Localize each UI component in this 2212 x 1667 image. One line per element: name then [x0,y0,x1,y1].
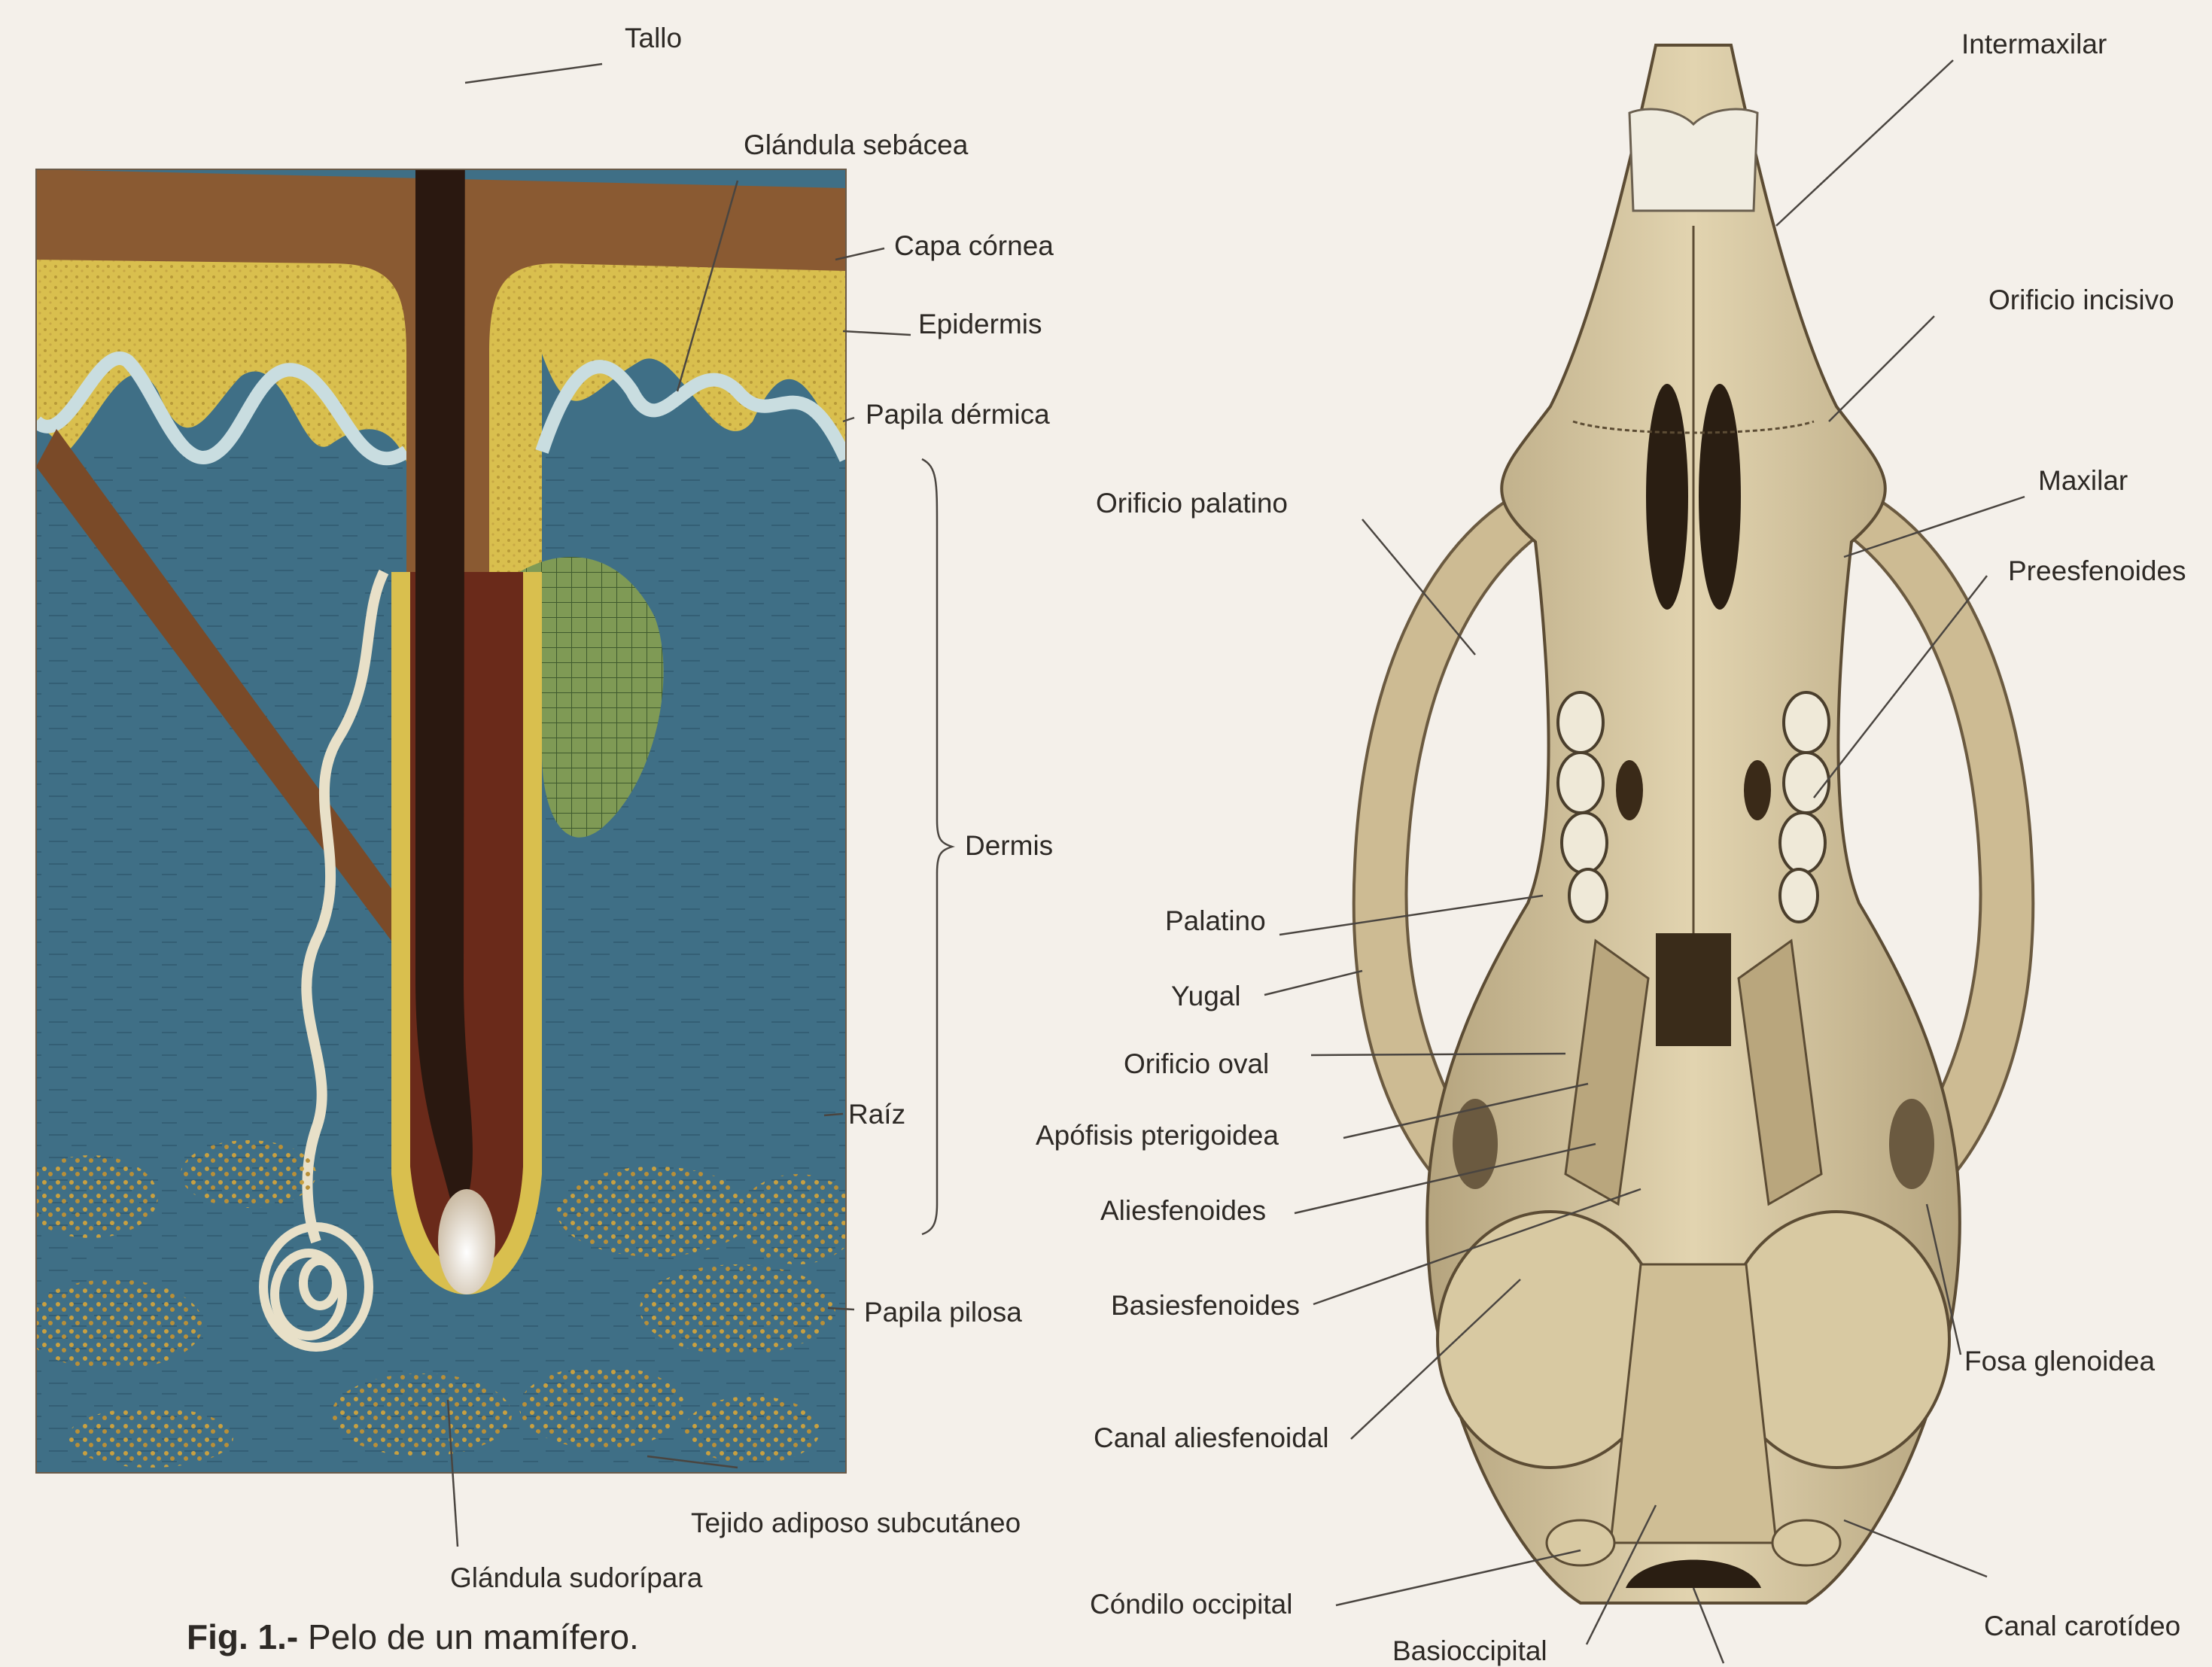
label-dermis: Dermis [965,832,1053,859]
glenoid-fossa-right [1889,1099,1934,1189]
palatine-foramen-right [1744,760,1771,820]
basioccipital-bone [1611,1264,1776,1543]
label-orificio-palatino: Orificio palatino [1096,489,1288,517]
label-glandula-sudoripara: Glándula sudorípara [450,1564,702,1592]
incisors [1629,109,1757,211]
label-glandula-sebacea: Glándula sebácea [744,131,968,159]
label-intermaxilar: Intermaxilar [1961,30,2107,58]
figure-caption: Fig. 1.- Pelo de un mamífero. [187,1617,639,1657]
occipital-condyle-left [1547,1520,1614,1565]
mesopterygoid-fossa [1656,933,1731,1046]
palatine-foramen-left [1616,760,1643,820]
label-raiz: Raíz [848,1100,905,1128]
label-basiesfenoides: Basiesfenoides [1111,1291,1300,1319]
occipital-condyle-right [1772,1520,1840,1565]
label-capa-cornea: Capa córnea [894,232,1054,260]
label-orificio-oval: Orificio oval [1124,1050,1269,1078]
label-orificio-incisivo: Orificio incisivo [1988,286,2174,314]
caption-prefix: Fig. 1.- [187,1617,298,1656]
label-papila-pilosa: Papila pilosa [864,1298,1022,1326]
skin-section-illustration [23,49,858,1473]
label-apofisis-pterigoidea: Apófisis pterigoidea [1036,1121,1279,1149]
label-preesfenoides: Preesfenoides [2008,557,2186,585]
label-fosa-glenoidea: Fosa glenoidea [1964,1347,2155,1375]
label-canal-aliesfenoidal: Canal aliesfenoidal [1094,1424,1329,1452]
incisive-foramen-right [1699,384,1741,610]
label-yugal: Yugal [1171,982,1241,1010]
label-tallo: Tallo [625,24,682,52]
incisive-foramen-left [1646,384,1688,610]
label-epidermis: Epidermis [918,310,1042,338]
skull-illustration [1354,45,2034,1603]
caption-text: Pelo de un mamífero. [308,1617,639,1656]
label-aliesfenoides: Aliesfenoides [1100,1197,1266,1224]
label-condilo-occipital: Cóndilo occipital [1090,1590,1292,1618]
label-basioccipital: Basioccipital [1392,1637,1547,1665]
hair-papilla [438,1189,495,1294]
label-canal-carotideo: Canal carotídeo [1984,1612,2180,1640]
label-maxilar: Maxilar [2038,467,2128,494]
hair-shaft [415,49,473,1204]
label-palatino: Palatino [1165,907,1266,935]
label-tejido-adiposo: Tejido adiposo subcutáneo [691,1509,1021,1537]
label-papila-dermica: Papila dérmica [866,400,1050,428]
